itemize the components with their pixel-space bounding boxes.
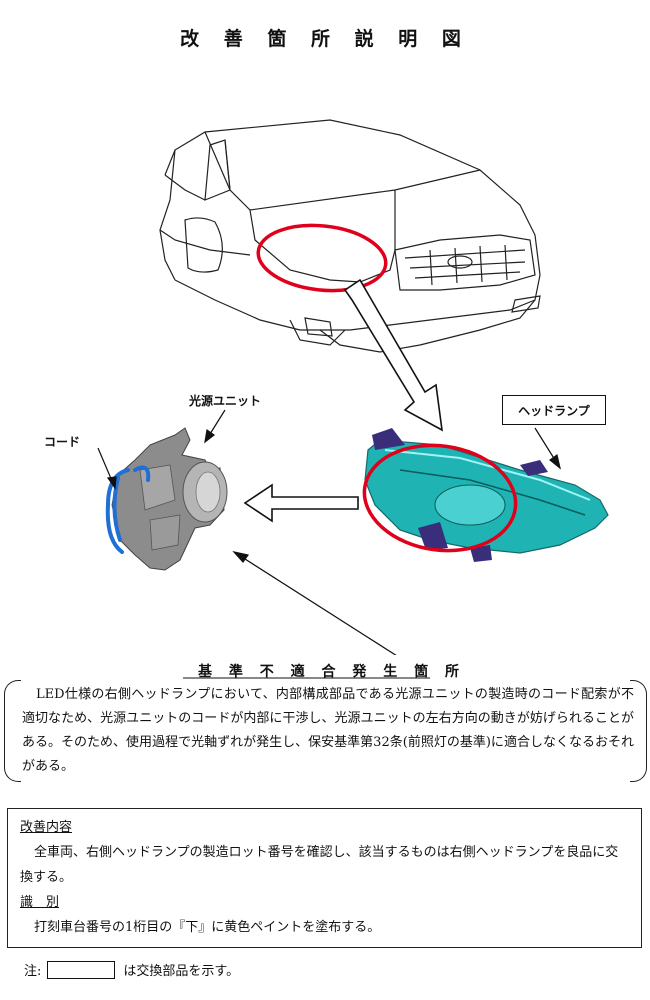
- illustration-area: [97, 119, 609, 655]
- pointer-arrow-to-light-source-unit: [243, 483, 359, 523]
- pointer-arrow-car-to-headlamp: [343, 278, 444, 432]
- light-source-highlight-circle: [362, 443, 518, 553]
- label-cord: コード: [44, 435, 81, 449]
- note-prefix: 注:: [24, 964, 42, 979]
- bracket-left: [4, 680, 21, 782]
- identification-heading: 識 別: [20, 895, 60, 910]
- non-conformity-heading: 基 準 不 適 合 発 生 箇 所: [198, 664, 465, 680]
- remedy-heading: 改善内容: [20, 820, 73, 835]
- label-light-source-unit: 光源ユニット: [189, 394, 262, 408]
- label-headlamp-box: ヘッドランプ: [502, 395, 606, 425]
- replacement-part-legend-box: [47, 960, 116, 979]
- identification-text: 打刻車台番号の1桁目の『下』に黄色ペイントを塗布する。: [34, 920, 381, 935]
- light-source-unit-image: [105, 427, 228, 571]
- label-headlamp: ヘッドランプ: [518, 403, 590, 418]
- note-suffix: は交換部品を示す。: [123, 964, 240, 979]
- headlamp-highlight-circle: [256, 223, 388, 293]
- page-title: 改 善 箇 所 説 明 図: [180, 28, 470, 50]
- headlamp-image: [364, 428, 609, 562]
- callout-pointers: [97, 409, 561, 655]
- remedy-text: 全車両、右側ヘッドランプの製造ロット番号を確認し、該当するものは右側ヘッドランプ…: [20, 845, 619, 885]
- non-conformity-description: LED仕様の右側ヘッドランプにおいて、内部構成部品である光源ユニットの製造時のコ…: [22, 687, 634, 774]
- cord-line: [105, 465, 151, 554]
- car-drawing: [159, 119, 541, 353]
- footnote: 注: は交換部品を示す。: [24, 960, 239, 979]
- remedy-box: 改善内容 全車両、右側ヘッドランプの製造ロット番号を確認し、該当するものは右側ヘ…: [7, 808, 642, 948]
